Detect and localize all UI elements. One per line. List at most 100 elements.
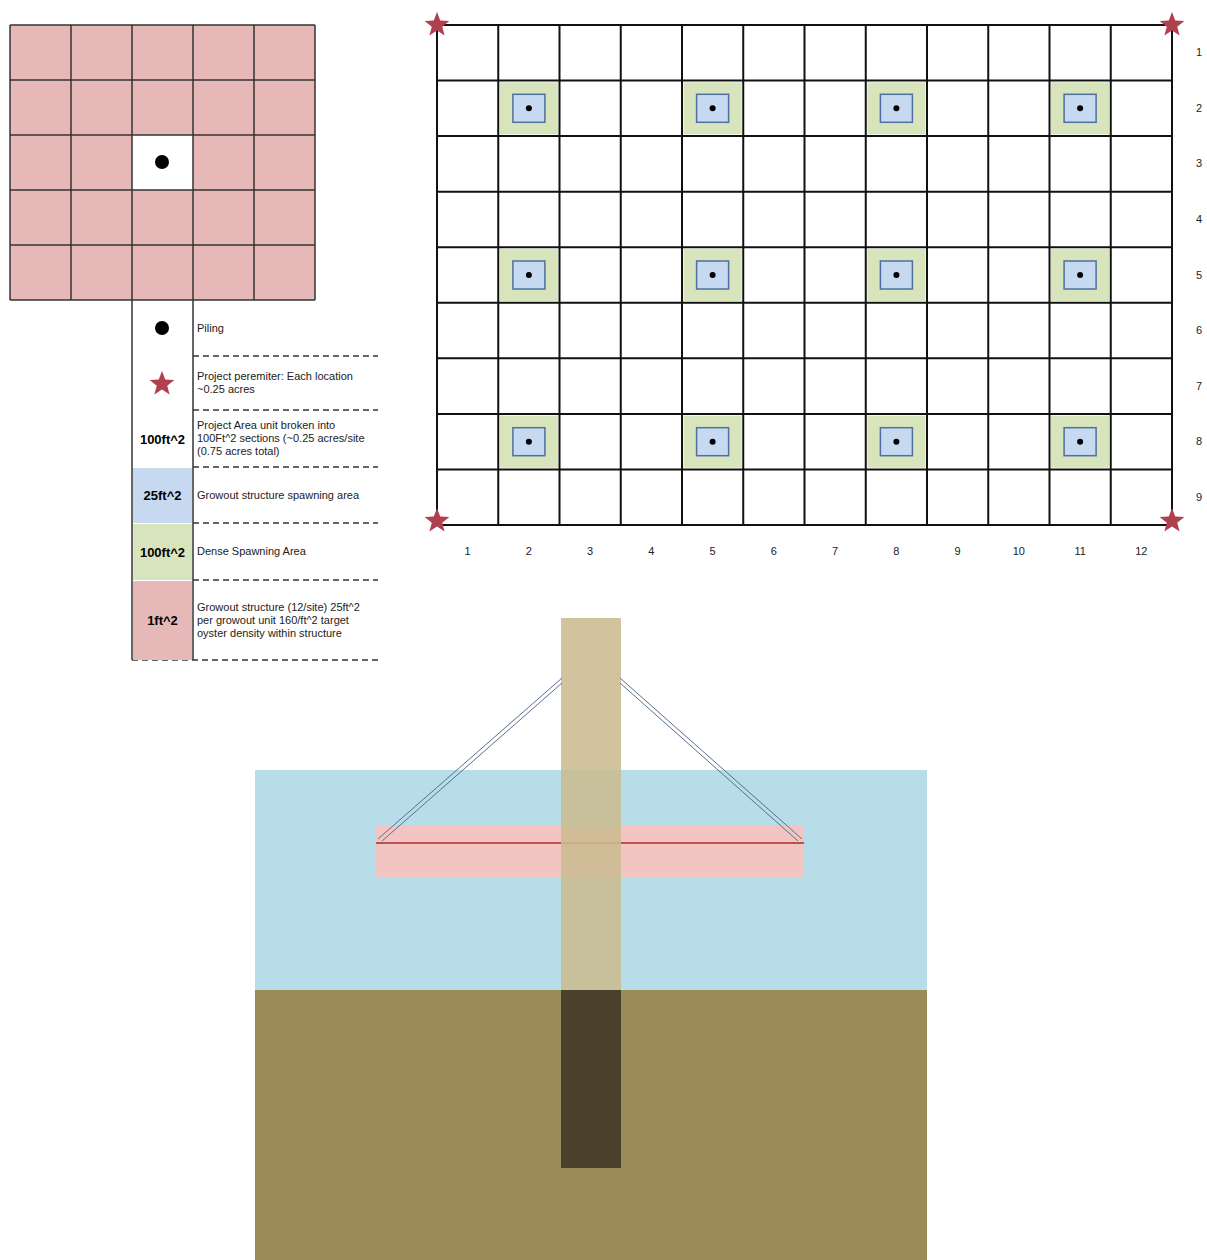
project-grid [425,12,1185,532]
project-grid-part [1051,82,1109,134]
growout-grid-part-part [253,25,255,300]
growout-grid-part [155,155,169,169]
project-grid-part-part [1171,25,1173,525]
legend-entry: Project peremiter: Each location ~0.25 a… [197,358,375,408]
project-grid-part-part [742,25,744,525]
row-number: 6 [1188,324,1207,337]
column-number: 1 [453,545,483,558]
row-number: 7 [1188,380,1207,393]
legend-swatch: 1ft^2 [133,581,192,660]
growout-grid-part [10,25,315,300]
growout-grid [10,25,315,300]
project-grid-part-part [559,25,561,525]
column-number: 9 [943,545,973,558]
project-grid-part [425,12,450,36]
project-grid-part [1051,249,1109,301]
side-view-illustration-part [378,678,802,841]
project-grid-part-part [437,468,1172,470]
project-grid-part [867,416,925,468]
area-size: 100ft^2 [140,545,185,560]
growout-grid-part-part [10,134,315,136]
side-view-illustration-part-part [620,678,802,839]
column-number: 6 [759,545,789,558]
growout-grid-part-part [10,189,315,191]
project-grid-part [500,249,558,301]
project-grid-part-part [436,25,438,525]
project-grid-part [1051,416,1109,468]
project-grid-part [867,249,925,301]
area-size: 100ft^2 [140,432,185,447]
column-number: 5 [698,545,728,558]
side-view-illustration-part [561,990,621,1168]
area-size: 25ft^2 [144,488,182,503]
project-grid-part-part [437,302,1172,304]
project-grid-part [1160,508,1185,532]
row-number: 8 [1188,435,1207,448]
growout-grid-part [10,25,315,300]
project-grid-part [1160,12,1185,36]
legend-text: Growout structure spawning area [197,489,359,502]
project-grid-part-part [497,25,499,525]
side-view-illustration-part-part [378,678,562,839]
area-size: 1ft^2 [147,613,178,628]
project-grid-part [500,416,558,468]
growout-grid-part [132,135,193,190]
project-grid-part [867,82,925,134]
project-grid-part-part [1049,25,1051,525]
column-number: 7 [820,545,850,558]
growout-grid-part-part [192,25,194,300]
project-grid-part-part [620,25,622,525]
column-number: 2 [514,545,544,558]
growout-grid-part-part [10,244,315,246]
project-grid-part-part [437,80,1172,82]
project-grid-part-part [1110,25,1112,525]
row-number: 3 [1188,157,1207,170]
legend-text: Project peremiter: Each location ~0.25 a… [197,370,375,396]
project-grid-part-part [437,246,1172,248]
column-number: 4 [636,545,666,558]
project-grid-part-part [437,357,1172,359]
legend-frame [132,300,378,660]
project-grid-part-part [804,25,806,525]
legend-entry: Growout structure spawning area [197,469,375,521]
side-view-illustration-part [255,990,927,1260]
growout-grid-part-part [131,25,133,300]
project-grid-part-part [437,191,1172,193]
column-number: 11 [1065,545,1095,558]
side-view-illustration [255,618,927,1260]
growout-grid-part-part [10,79,315,81]
project-grid-part [684,249,742,301]
row-number: 9 [1188,491,1207,504]
column-number: 10 [1004,545,1034,558]
legend-frame-part-part [193,522,378,524]
growout-grid-part-part [9,25,11,300]
legend-swatch: 100ft^2 [133,524,192,580]
project-grid-part [500,82,558,134]
legend-frame-part [155,321,169,335]
side-view-illustration-part [561,618,621,990]
legend-entry: Piling [197,302,375,354]
legend-swatch: 25ft^2 [133,468,192,523]
legend-text: Piling [197,322,224,335]
column-number: 8 [881,545,911,558]
legend-entry: Project Area unit broken into 100Ft^2 se… [197,412,375,465]
growout-grid-part-part [314,25,316,300]
project-grid-part-part [437,24,1172,26]
legend-frame-part-part [192,300,194,660]
legend-frame-part-part [193,409,378,411]
side-view-illustration-part-part [620,683,798,841]
legend-text: Project Area unit broken into 100Ft^2 se… [197,419,375,458]
project-grid-part-part [437,413,1172,415]
legend-frame-part-part [193,579,378,581]
project-grid-part [437,25,1172,525]
project-grid-part-part [681,25,683,525]
legend-text: Growout structure (12/site) 25ft^2 per g… [197,601,375,640]
legend-frame-part-part [193,355,378,357]
legend-entry: Growout structure (12/site) 25ft^2 per g… [197,582,375,658]
side-view-illustration-part-part [382,683,562,841]
growout-grid-part-part [10,24,315,26]
row-number: 2 [1188,102,1207,115]
legend-swatch: 100ft^2 [133,411,192,467]
legend-frame-part [132,356,378,660]
